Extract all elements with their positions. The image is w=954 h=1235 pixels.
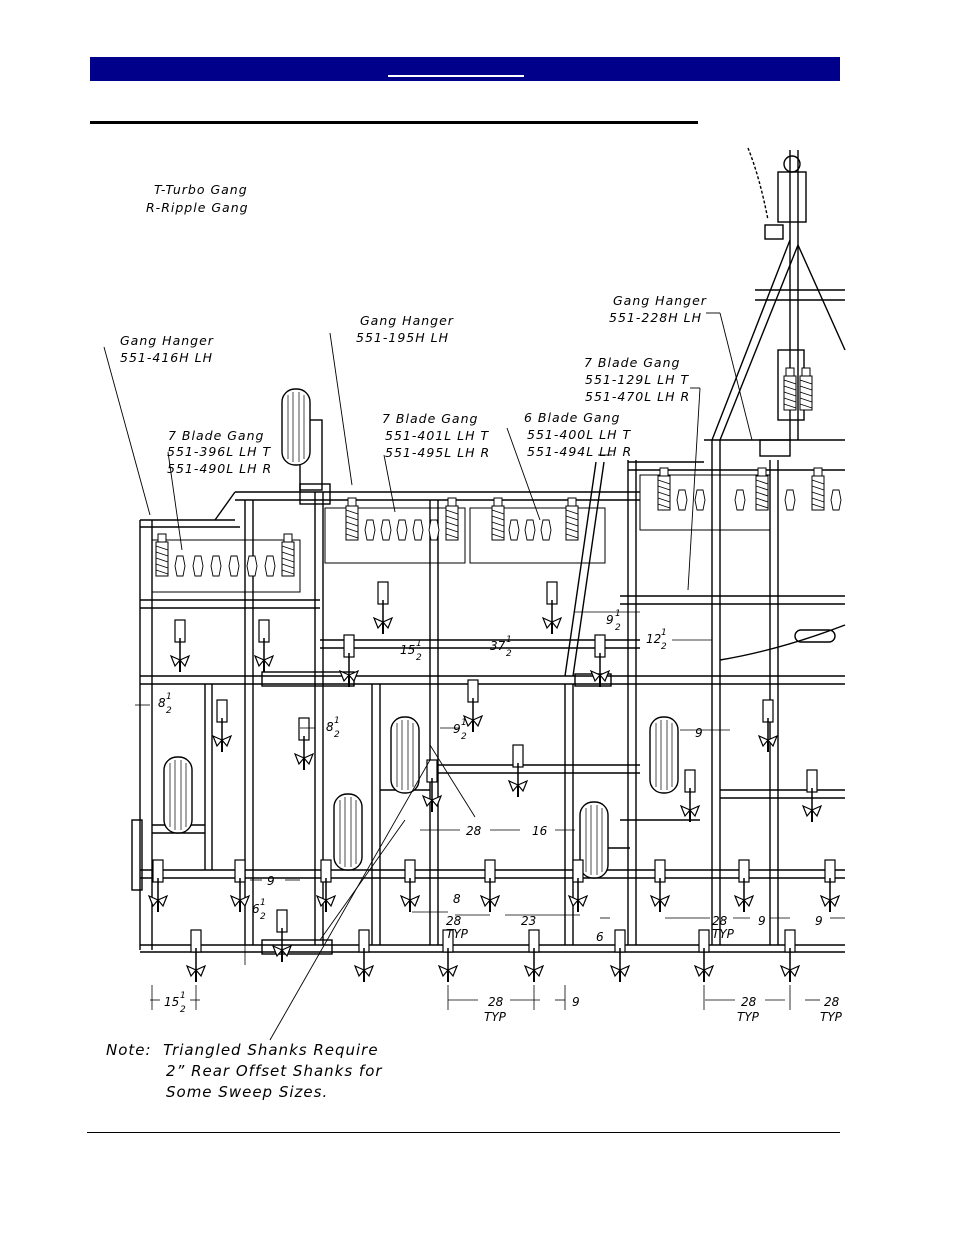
note-line-1: Note: Triangled Shanks Require bbox=[106, 1041, 379, 1059]
callout-gang-401-part-r: 551-495L LH R bbox=[385, 445, 490, 460]
gauge-wheel-front bbox=[281, 388, 311, 466]
dim-9-right-2: 9 bbox=[815, 914, 823, 928]
svg-text:12: 12 bbox=[646, 632, 661, 646]
callout-gang-396-title: 7 Blade Gang bbox=[168, 428, 264, 443]
dim-23: 23 bbox=[521, 914, 536, 928]
dim-28-b-typ: TYP bbox=[712, 927, 735, 941]
svg-text:2: 2 bbox=[661, 642, 667, 652]
callout-gang-396-part-t: 551-396L LH T bbox=[167, 444, 272, 459]
dim-9-low: 9 bbox=[267, 874, 275, 888]
disc-gangs bbox=[151, 367, 842, 593]
svg-text:1: 1 bbox=[334, 716, 340, 726]
dim-28-e: 28 bbox=[824, 995, 840, 1009]
wheel-right bbox=[649, 716, 679, 794]
svg-text:1: 1 bbox=[615, 609, 621, 619]
callout-hanger-416-part: 551-416H LH bbox=[120, 350, 213, 365]
callout-gang-400-part-r: 551-494L LH R bbox=[527, 444, 632, 459]
callout-hanger-416-title: Gang Hanger bbox=[120, 333, 214, 348]
note-line-3: Some Sweep Sizes. bbox=[166, 1083, 329, 1101]
svg-text:2: 2 bbox=[615, 623, 621, 633]
svg-text:1: 1 bbox=[506, 635, 512, 645]
svg-text:8: 8 bbox=[326, 720, 334, 734]
svg-text:2: 2 bbox=[166, 706, 172, 716]
leader-lines bbox=[103, 312, 753, 1041]
dim-28-d: 28 bbox=[741, 995, 757, 1009]
dim-9-right-1: 9 bbox=[758, 914, 766, 928]
dim-9-half-right: 9 1 2 bbox=[606, 609, 621, 633]
dim-9-bottom: 9 bbox=[572, 995, 580, 1009]
dim-28-a-typ: TYP bbox=[446, 927, 469, 941]
note-block: Note: Triangled Shanks Require 2” Rear O… bbox=[106, 1040, 383, 1103]
dim-28-a: 28 bbox=[446, 914, 462, 928]
note-line-2: 2” Rear Offset Shanks for bbox=[166, 1062, 383, 1080]
wheel-left-center bbox=[333, 793, 363, 871]
header-bar bbox=[90, 57, 840, 81]
callout-gang-129-part-t: 551-129L LH T bbox=[585, 372, 690, 387]
wheel-center-right bbox=[579, 801, 609, 879]
callout-gang-400-title: 6 Blade Gang bbox=[524, 410, 620, 425]
dim-8-half-mid: 8 1 2 bbox=[326, 716, 340, 740]
svg-text:6: 6 bbox=[252, 902, 260, 916]
dim-28-d-typ: TYP bbox=[737, 1010, 760, 1024]
svg-text:1: 1 bbox=[180, 991, 186, 1001]
frame-structure bbox=[131, 147, 846, 955]
legend-turbo: T-Turbo Gang bbox=[154, 182, 248, 197]
callout-hanger-195-title: Gang Hanger bbox=[360, 313, 454, 328]
svg-text:8: 8 bbox=[158, 696, 166, 710]
dim-15-half-top: 15 1 2 bbox=[400, 639, 422, 663]
svg-text:1: 1 bbox=[416, 639, 422, 649]
dim-8-half-left: 8 1 2 bbox=[158, 692, 172, 716]
section-rule bbox=[90, 121, 698, 124]
svg-text:1: 1 bbox=[461, 718, 467, 728]
svg-text:37: 37 bbox=[490, 639, 506, 653]
callout-gang-401-title: 7 Blade Gang bbox=[382, 411, 478, 426]
svg-text:1: 1 bbox=[166, 692, 172, 702]
svg-text:2: 2 bbox=[180, 1005, 186, 1015]
svg-text:15: 15 bbox=[400, 643, 415, 657]
svg-text:9: 9 bbox=[453, 722, 461, 736]
dim-8-low: 8 bbox=[453, 892, 461, 906]
dim-28-b: 28 bbox=[712, 914, 728, 928]
footer-rule bbox=[87, 1132, 840, 1133]
callout-gang-129-part-r: 551-470L LH R bbox=[585, 389, 690, 404]
dim-12-half: 12 1 2 bbox=[646, 628, 667, 652]
callout-hanger-228-part: 551-228H LH bbox=[609, 310, 702, 325]
dim-28-mid: 28 bbox=[466, 824, 482, 838]
header-title-underline bbox=[388, 75, 524, 77]
dim-15-half-bottom: 15 1 2 bbox=[164, 991, 186, 1015]
dim-37-half: 37 1 2 bbox=[490, 635, 512, 659]
svg-text:1: 1 bbox=[661, 628, 667, 638]
dim-28-c-typ: TYP bbox=[484, 1010, 507, 1024]
svg-text:2: 2 bbox=[334, 730, 340, 740]
svg-text:2: 2 bbox=[416, 653, 422, 663]
dim-9-half-mid: 9 1 2 bbox=[453, 718, 467, 742]
callout-hanger-228-title: Gang Hanger bbox=[613, 293, 707, 308]
dim-28-e-typ: TYP bbox=[820, 1010, 843, 1024]
svg-text:2: 2 bbox=[506, 649, 512, 659]
svg-text:1: 1 bbox=[260, 898, 266, 908]
dim-16: 16 bbox=[532, 824, 548, 838]
svg-text:2: 2 bbox=[461, 732, 467, 742]
dimension-lines bbox=[135, 611, 845, 1010]
svg-text:9: 9 bbox=[606, 613, 614, 627]
callout-hanger-195-part: 551-195H LH bbox=[356, 330, 449, 345]
svg-text:2: 2 bbox=[260, 912, 266, 922]
callout-gang-400-part-t: 551-400L LH T bbox=[527, 427, 632, 442]
wheel-left bbox=[163, 756, 193, 834]
wheel-center bbox=[390, 716, 420, 794]
dim-6-right: 6 bbox=[596, 930, 604, 944]
legend-ripple: R-Ripple Gang bbox=[146, 200, 249, 215]
callout-gang-129-title: 7 Blade Gang bbox=[584, 355, 680, 370]
dim-6-half-low: 6 1 2 bbox=[252, 898, 266, 922]
dim-9-far: 9 bbox=[695, 726, 703, 740]
dim-28-c: 28 bbox=[488, 995, 504, 1009]
callout-gang-401-part-t: 551-401L LH T bbox=[385, 428, 490, 443]
svg-text:15: 15 bbox=[164, 995, 179, 1009]
callout-gang-396-part-r: 551-490L LH R bbox=[167, 461, 272, 476]
